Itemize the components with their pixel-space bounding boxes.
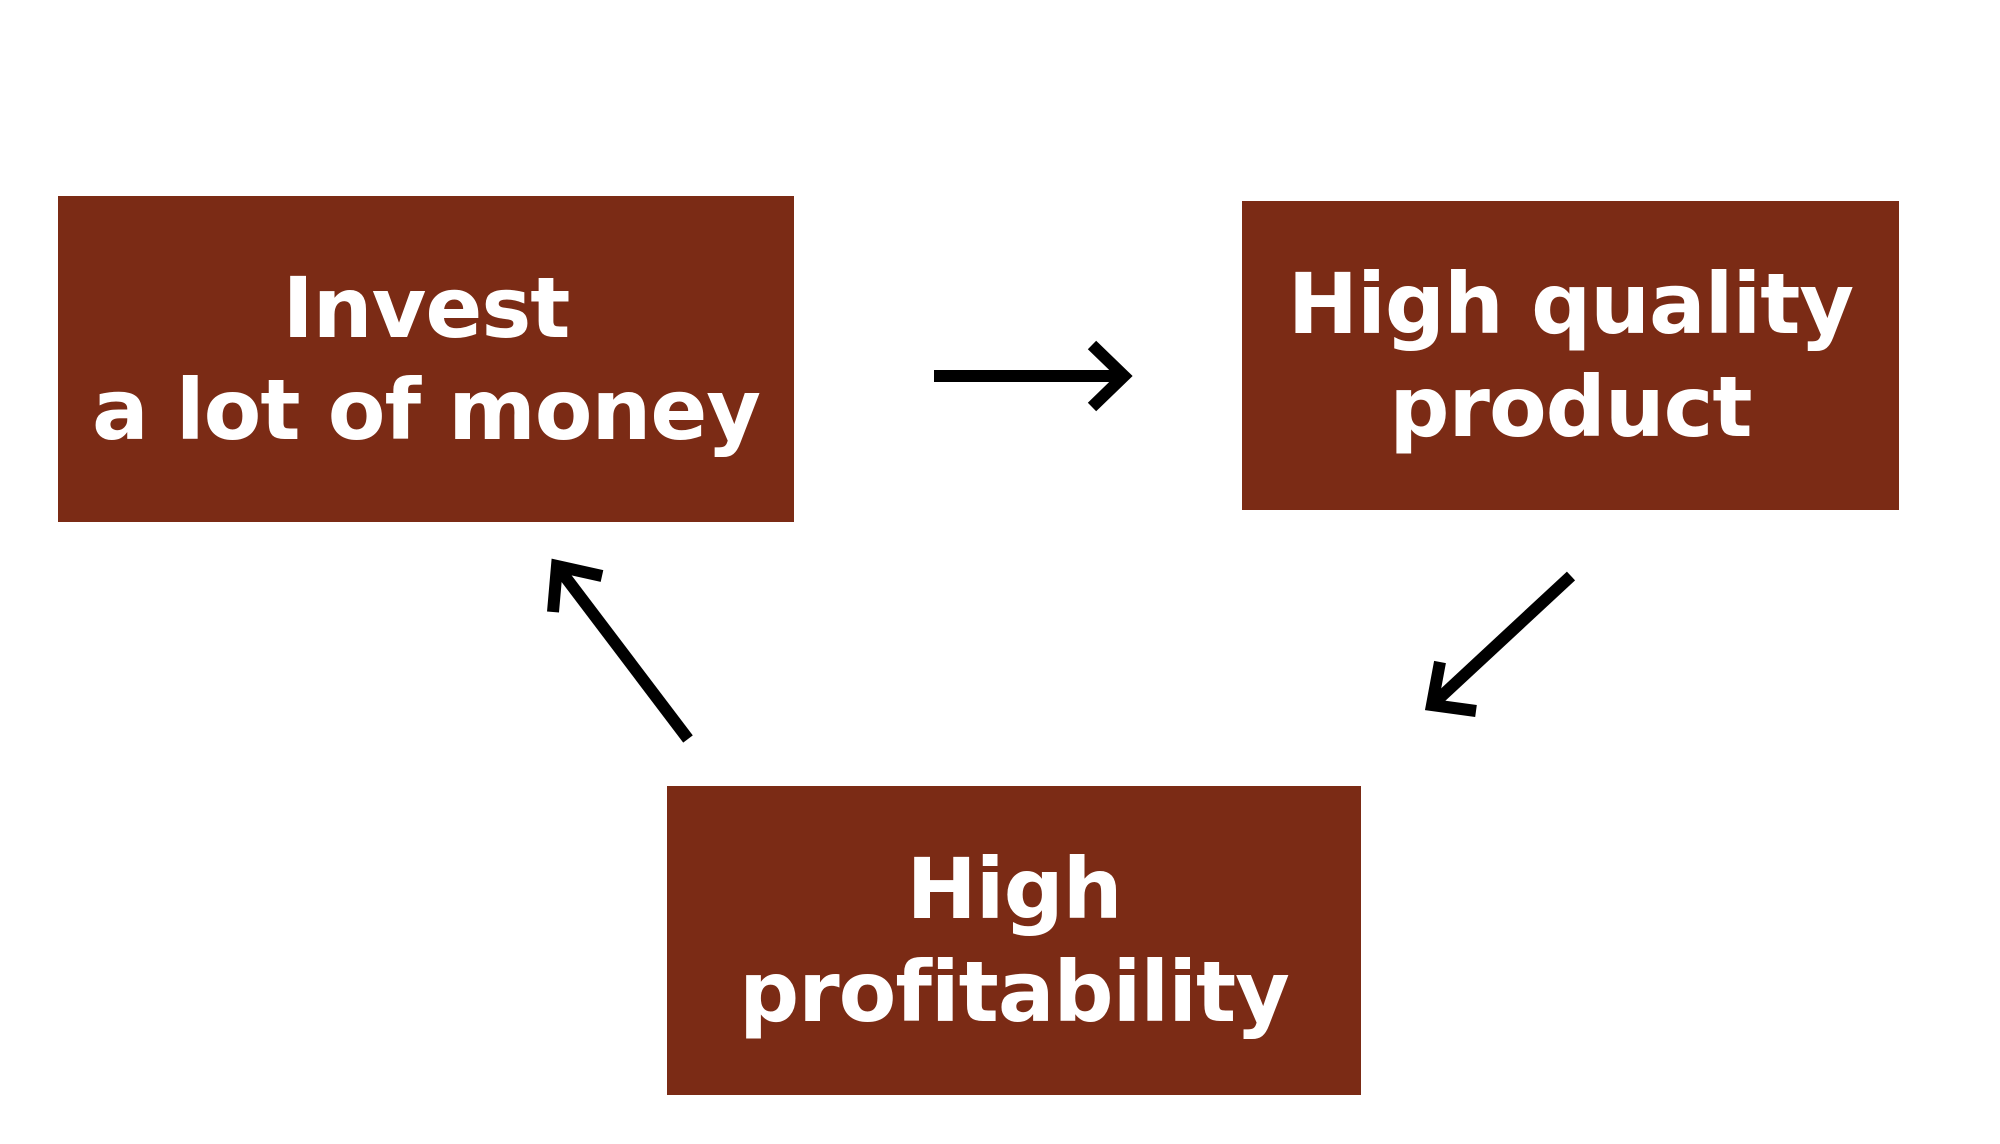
node-quality-line-1: High quality — [1287, 255, 1854, 354]
node-profit-line-1: High — [906, 840, 1122, 939]
arrow-profit-to-invest — [547, 558, 693, 743]
node-profit: High profitability — [667, 786, 1361, 1095]
arrow-shaft — [552, 562, 693, 743]
arrow-head — [547, 558, 604, 613]
arrow-quality-to-profit — [1424, 571, 1576, 717]
arrow-invest-to-quality — [934, 340, 1133, 412]
node-profit-label: High profitability — [739, 838, 1290, 1043]
node-quality-label: High quality product — [1287, 253, 1854, 458]
arrow-shaft — [1427, 571, 1576, 710]
node-invest-line-1: Invest — [282, 258, 571, 357]
node-invest: Invest a lot of money — [58, 196, 794, 522]
arrow-head — [1087, 340, 1133, 412]
node-quality-line-2: product — [1389, 357, 1752, 456]
node-invest-label: Invest a lot of money — [91, 257, 761, 462]
node-profit-line-2: profitability — [739, 942, 1290, 1041]
node-invest-line-2: a lot of money — [91, 361, 761, 459]
arrow-head — [1424, 660, 1477, 717]
node-quality: High quality product — [1242, 201, 1899, 510]
